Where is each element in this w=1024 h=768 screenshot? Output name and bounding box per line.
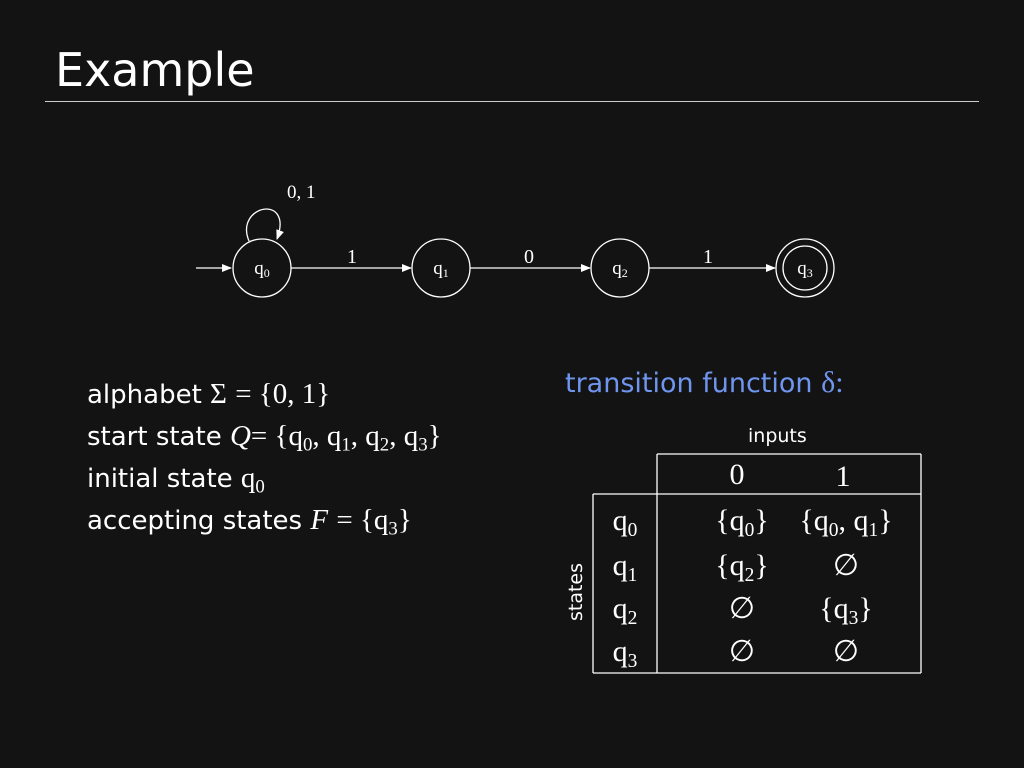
state-label-q3: q3 (797, 258, 813, 280)
state-q3 (775, 238, 835, 298)
start-state-label: start state (87, 422, 222, 452)
dfa-definitions: alphabet Σ = {0, 1} start state Q= {q0, … (87, 374, 442, 542)
cell-q1-on-0: {q2} (715, 549, 769, 586)
cell-q2-on-0: ∅ (728, 592, 756, 625)
initial-state-label: initial state (87, 464, 233, 494)
edge-label-q0-q1: 1 (347, 246, 357, 268)
row-state-q2: q2 (612, 592, 638, 629)
state-label-q2: q2 (612, 258, 628, 280)
accepting-states-label: accepting states (87, 506, 303, 536)
state-q2 (590, 238, 650, 298)
alphabet-label: alphabet (87, 380, 202, 410)
transition-function-text: transition function (565, 368, 813, 399)
state-q0 (232, 238, 292, 298)
state-label-q1: q1 (433, 258, 449, 280)
column-header-1: 1 (835, 460, 851, 493)
cell-q3-on-0: ∅ (728, 635, 756, 668)
start-state-line: start state Q= {q0, q1, q2, q3} (87, 416, 442, 458)
transition-table-grid (592, 453, 922, 674)
cell-q0-on-1: {q0, q1} (799, 504, 893, 541)
title-divider (45, 101, 979, 102)
state-q1 (411, 238, 471, 298)
edge-label-q2-q3: 1 (703, 246, 713, 268)
start-open-brace: = { (250, 420, 289, 452)
edge-q0-q0 (246, 208, 284, 242)
accepting-open-brace: = { (336, 504, 374, 536)
row-state-q0: q0 (612, 504, 638, 541)
accepting-states-line: accepting states F = {q3} (87, 500, 442, 542)
initial-state-line: initial state q0 (87, 458, 442, 500)
transition-function-title: transition function δ: (565, 366, 844, 400)
alphabet-value: = {0, 1} (235, 378, 331, 410)
inputs-label: inputs (748, 425, 807, 447)
accepting-close-brace: } (397, 504, 412, 536)
column-header-0: 0 (729, 458, 745, 491)
start-close-brace: } (427, 420, 442, 452)
state-label-q0: q0 (254, 258, 270, 280)
start-state-symbol: Q (229, 420, 251, 452)
cell-q0-on-0: {q0} (715, 504, 769, 541)
cell-q3-on-1: ∅ (832, 635, 860, 668)
state-q3-accept-ring (782, 245, 828, 291)
accepting-state-set: q3 (373, 504, 398, 540)
states-label: states (565, 562, 587, 622)
delta-symbol: δ: (821, 366, 844, 399)
slide-title: Example (55, 43, 255, 97)
row-state-q3: q3 (612, 635, 638, 672)
initial-state-value: q0 (240, 462, 265, 498)
alphabet-symbol: Σ (210, 378, 227, 410)
row-state-q1: q1 (612, 549, 638, 586)
edge-label-q0-q0: 0, 1 (287, 182, 316, 203)
edge-label-q1-q2: 0 (524, 246, 534, 268)
cell-q1-on-1: ∅ (832, 549, 860, 582)
alphabet-line: alphabet Σ = {0, 1} (87, 374, 442, 416)
accepting-symbol: F (310, 504, 329, 536)
cell-q2-on-1: {q3} (819, 592, 873, 629)
start-state-set: q0, q1, q2, q3 (288, 420, 428, 456)
